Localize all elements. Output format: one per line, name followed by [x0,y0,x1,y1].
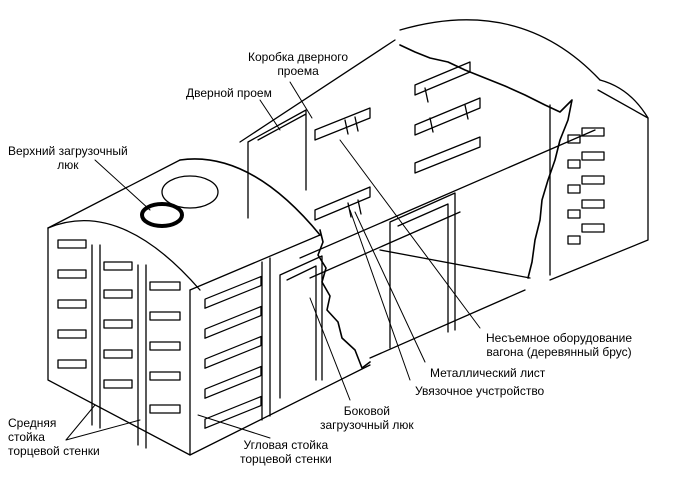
middle-end-post [91,244,147,449]
label-tie-device: Увязочное учстройство [415,384,545,398]
front-roof-arc [47,220,201,291]
inner-floor [309,211,526,359]
label-middle-post: Средняя стойка торцевой стенки [8,416,100,458]
upper-beams-right [414,61,481,174]
cut-edge-right [399,44,573,279]
right-end-arc [599,79,649,119]
far-wall-lower [299,129,596,259]
right-end-slats [567,127,605,245]
front-bottom-edge [189,364,371,456]
front-roof-long [47,159,181,229]
far-roof-edge [239,39,396,143]
front-wall-top [189,234,321,291]
upper-beams-left [314,107,371,221]
far-roof-arc [399,19,601,81]
left-end-slats [57,239,181,414]
label-door-frame: Коробка дверного проема [248,50,349,78]
side-wall-slats [204,275,262,429]
label-corner-post: Угловая стойка торцевой стенки [240,438,332,466]
corner-post [261,257,271,421]
top-hatch-opening [161,175,219,209]
cut-edge-middle [317,229,371,369]
back-door-frame [247,109,307,219]
label-metal-sheet: Металлический лист [430,366,546,380]
top-hatch-ring [140,202,184,228]
left-end-wall [47,227,191,456]
label-door-opening: Дверной проем [186,86,272,100]
tie-device-marks [344,87,469,218]
label-side-hatch: Боковой загрузочный люк [320,404,414,432]
side-hatch-frame [279,255,323,399]
label-fixed-equipment: Несъемное оборудование вагона (деревянны… [486,331,633,359]
leader-lines [65,81,481,441]
label-top-hatch: Верхний загрузочный люк [8,144,128,172]
cut-edge-roof [179,158,321,236]
right-end-wall [549,89,649,281]
